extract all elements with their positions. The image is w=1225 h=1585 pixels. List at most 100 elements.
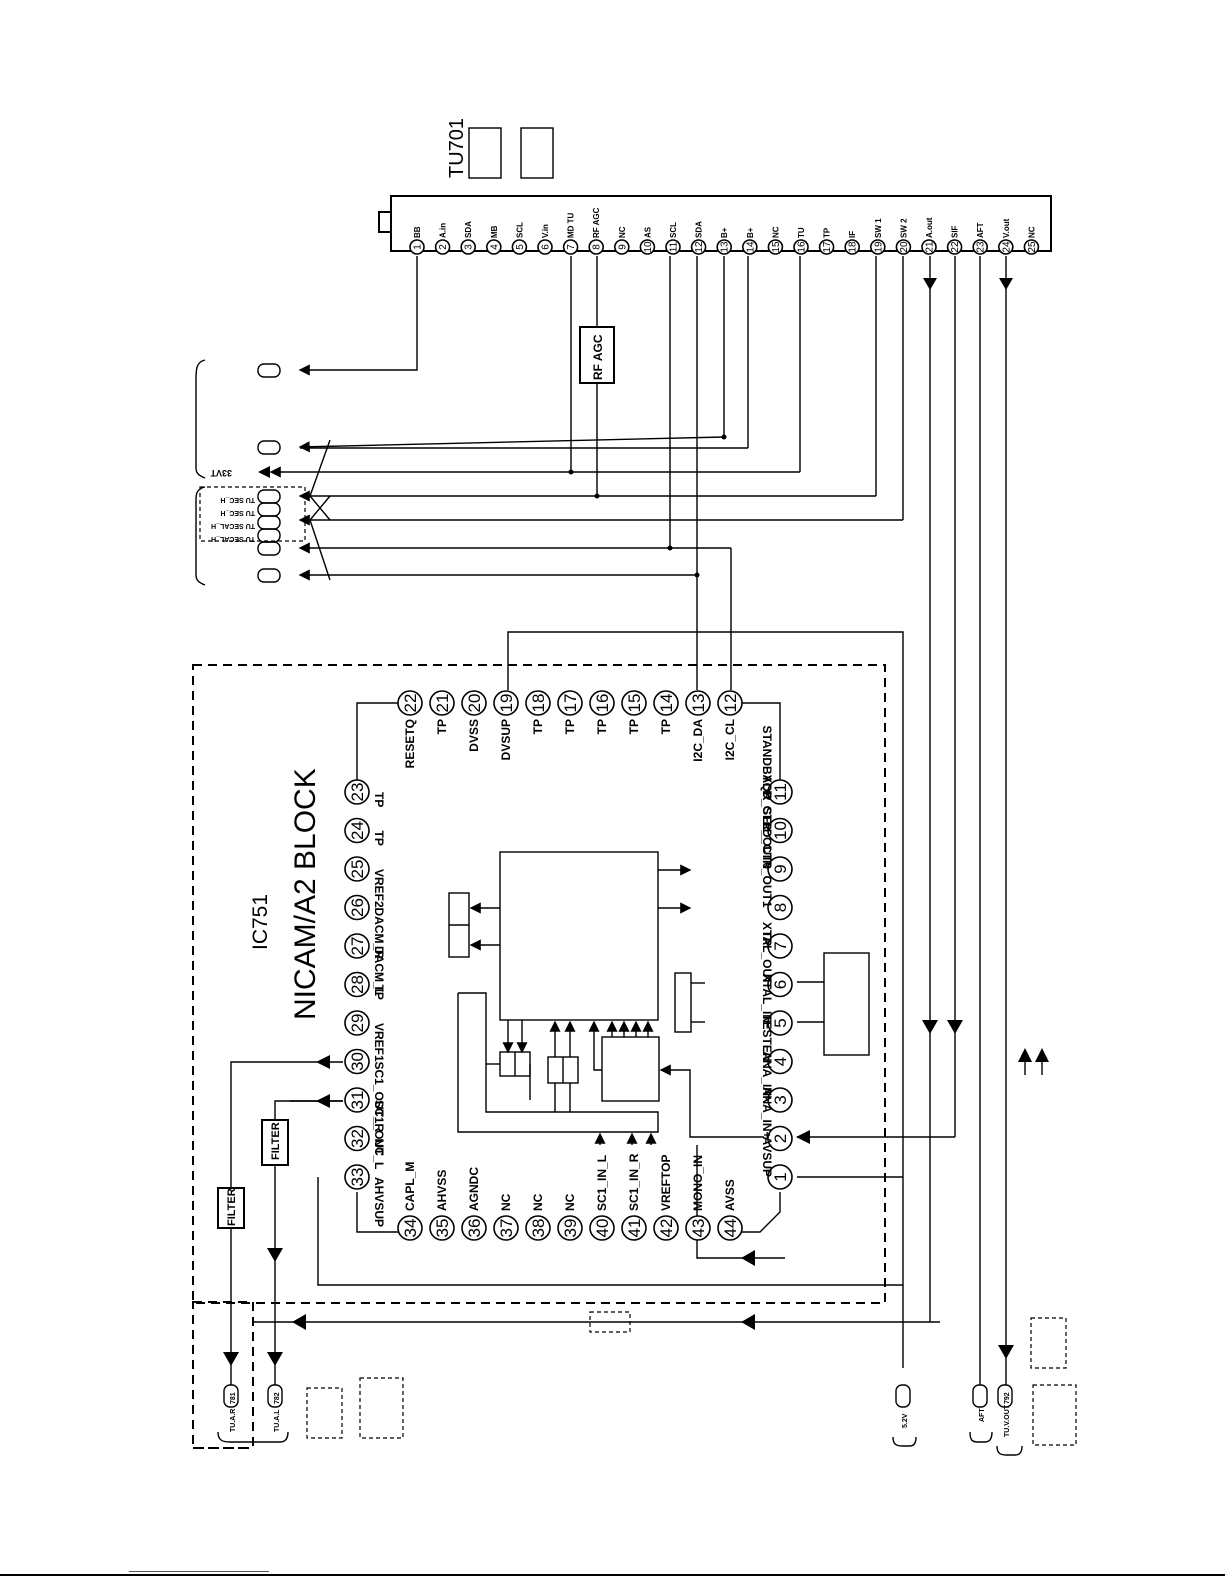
tuner-pin-number: 2	[438, 244, 449, 250]
tuner-pin-label: MD TU	[567, 212, 576, 238]
tuner-pin-label: AS	[643, 226, 652, 238]
tu-sec-label: TU SEC_H	[220, 509, 255, 516]
tuner-pin-number: 7	[566, 244, 577, 250]
ic-pin-number: 44	[721, 1219, 740, 1238]
tuner-connectors	[195, 359, 306, 586]
ic-pin-number: 41	[625, 1219, 644, 1238]
svg-text:782: 782	[274, 1392, 281, 1404]
ic-pin-label: NC	[531, 1193, 545, 1211]
ic-ref: IC751	[249, 894, 272, 950]
ic-pin-number: 24	[348, 821, 367, 840]
tuner-pin-label: BB	[413, 226, 422, 238]
ic-pin-number: 12	[721, 694, 740, 713]
tuner-pin-number: 15	[771, 241, 782, 253]
svg-text:FILTER: FILTER	[270, 1122, 282, 1160]
ic-pin-number: 27	[348, 937, 367, 956]
ic-pin-label: VREFTOP	[659, 1155, 673, 1211]
tuner-pin-number: 21	[925, 241, 936, 253]
tuner-pin-9: 9NC	[613, 226, 630, 255]
svg-text:792: 792	[1004, 1392, 1011, 1404]
ic-pin-number: 25	[348, 860, 367, 879]
tuner-pin-number: 25	[1027, 241, 1038, 253]
filter-r: FILTER	[217, 1187, 245, 1229]
tuner-pin-2: 2A.in	[434, 223, 451, 255]
signal-arrows	[223, 278, 1049, 1366]
ic-pin-44: 44 AVSS	[717, 1179, 743, 1241]
ic-pin-label: D_CTR_OUT0	[760, 790, 774, 869]
ic-pin-label: TP	[372, 831, 386, 846]
ic-pin-number: 13	[689, 694, 708, 713]
ic-pin-label: SC1_OUT_L	[372, 1100, 386, 1169]
tuner-pin-label: NC	[1027, 226, 1036, 238]
footer-link-line	[129, 1571, 269, 1572]
ic-pin-label: AVSS	[723, 1179, 737, 1211]
ic-pin-number: 19	[497, 694, 516, 713]
ic-pin-label: NC	[499, 1193, 513, 1211]
tuner-pin-21: 21A.out	[921, 217, 937, 255]
ic-pin-label: TP	[372, 792, 386, 807]
tuner-pin-label: RF AGC	[592, 207, 601, 238]
ic-pin-label: NC	[372, 1139, 386, 1157]
ic-pin-number: 39	[561, 1219, 580, 1238]
tuner-pin-label: TU	[797, 227, 806, 238]
ic-pin-number: 16	[593, 694, 612, 713]
tuner-pin-label: SW 2	[899, 218, 908, 238]
ic-pin-label: I2C_DA	[691, 719, 705, 762]
ic-pin-number: 31	[348, 1091, 367, 1110]
ic-pin-number: 36	[465, 1219, 484, 1238]
ic-pin-number: 32	[348, 1129, 367, 1148]
ic-pin-number: 34	[401, 1219, 420, 1238]
tuner-pin-label: SCL	[515, 222, 524, 238]
ic-pin-number: 10	[771, 821, 790, 840]
ic-pin-number: 28	[348, 975, 367, 994]
ic-pin-label: D_CTR_OUT1	[760, 829, 774, 908]
tuner-pin-number: 4	[489, 244, 500, 250]
tuner-pin-number: 8	[592, 244, 603, 250]
svg-text:TU.V.OUT: TU.V.OUT	[1004, 1404, 1011, 1437]
page-bottom-rule	[0, 1574, 1225, 1576]
tuner-pin-label: SCL	[669, 222, 678, 238]
ic-pin-label: SC1_IN_L	[595, 1155, 609, 1211]
ic-pin-number: 38	[529, 1219, 548, 1238]
tuner-pin-number: 18	[848, 241, 859, 253]
ic-pin-number: 4	[771, 1057, 790, 1066]
ic-pin-number: 1	[771, 1172, 790, 1181]
tuner-pin-label: SIF	[951, 225, 960, 238]
ic-pin-number: 5	[771, 1018, 790, 1027]
ic-pin-number: 21	[433, 694, 452, 713]
ic-pin-number: 11	[771, 783, 790, 801]
ic-pins-top: 22RESETQ21TP20DVSS19DVSUP18TP17TP16TP15T…	[397, 690, 743, 768]
tuner-pin-label: SDA	[695, 221, 704, 238]
rf-agc-block: RF AGC	[579, 326, 615, 384]
tuner-pin-number: 10	[643, 241, 654, 253]
ic-pin-number: 35	[433, 1219, 452, 1238]
ic-pin-number: 7	[771, 941, 790, 950]
svg-text:FILTER: FILTER	[226, 1188, 238, 1226]
ic-pin-number: 17	[561, 694, 580, 713]
ic-pin-number: 26	[348, 898, 367, 917]
